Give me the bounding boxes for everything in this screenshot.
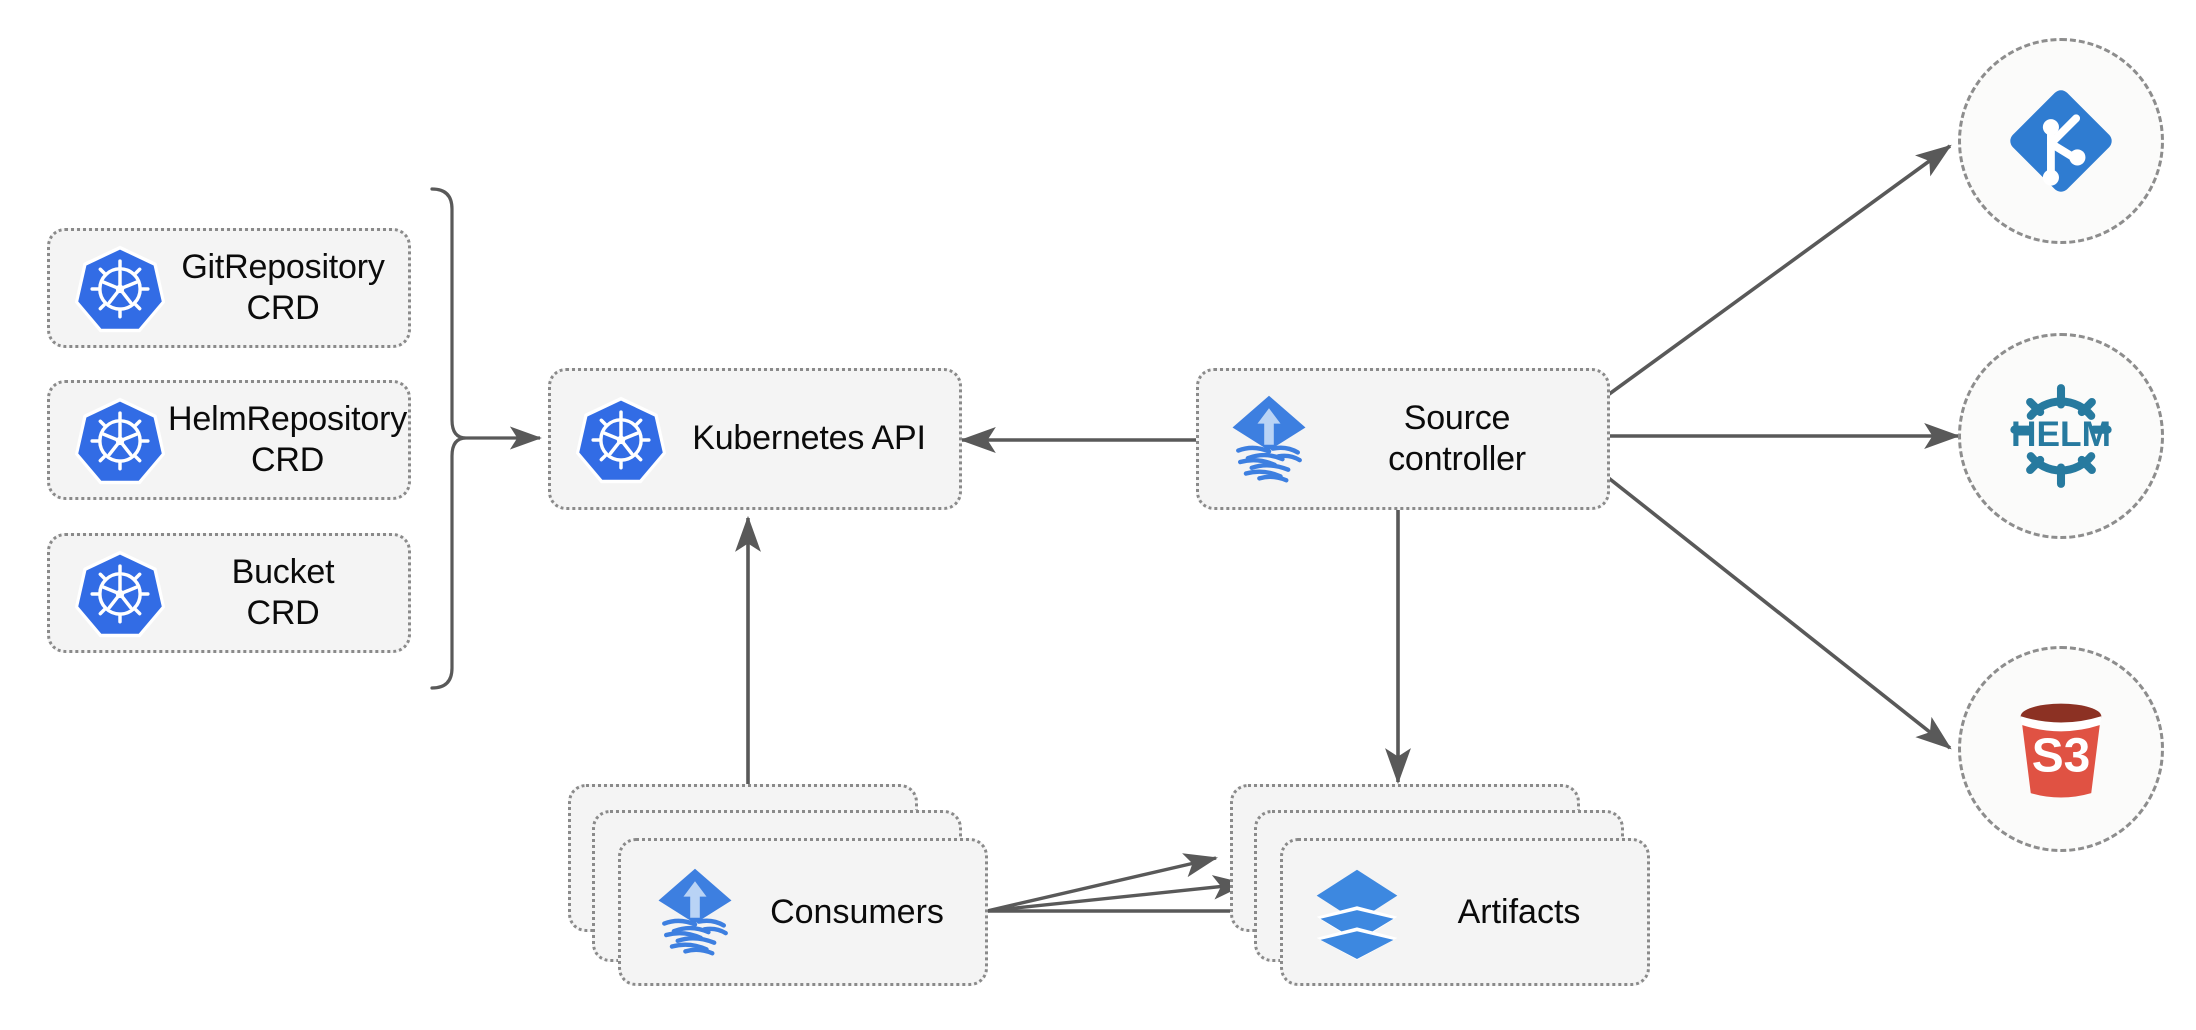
flux-icon: [647, 864, 743, 960]
source-controller-label: Source controller: [1388, 398, 1526, 478]
kubernetes-api-box[interactable]: Kubernetes API: [548, 368, 962, 510]
consumers-stack[interactable]: Consumers: [568, 784, 988, 1004]
kubernetes-icon: [72, 392, 168, 488]
consumers-card[interactable]: Consumers: [618, 838, 988, 986]
kubernetes-icon: [573, 391, 669, 487]
artifacts-label: Artifacts: [1457, 892, 1581, 931]
helmrepository-crd-label: HelmRepository CRD: [168, 399, 408, 479]
crd-group-bracket: [430, 187, 467, 690]
helm-source-circle[interactable]: HELM: [1958, 333, 2164, 539]
consumers-label: Consumers: [770, 892, 944, 931]
source-controller-box[interactable]: Source controller: [1196, 368, 1610, 510]
artifacts-card[interactable]: Artifacts: [1280, 838, 1650, 986]
artifacts-stack[interactable]: Artifacts: [1230, 784, 1650, 1004]
wire-consumers-to-artifacts-back: [986, 853, 1218, 913]
wire-source-controller-to-s3: [1599, 470, 1952, 750]
s3-source-circle[interactable]: S3: [1958, 646, 2164, 852]
svg-text:S3: S3: [2032, 730, 2091, 783]
helmrepository-crd-box[interactable]: HelmRepository CRD: [47, 380, 411, 500]
wire-consumers-to-artifacts-mid: [986, 875, 1248, 913]
layers-icon: [1309, 864, 1405, 960]
git-source-circle[interactable]: [1958, 38, 2164, 244]
wire-source-controller-to-git: [1599, 144, 1952, 402]
gitrepository-crd-label: GitRepository CRD: [181, 247, 385, 327]
helm-icon: HELM: [1998, 373, 2124, 499]
gitrepository-crd-box[interactable]: GitRepository CRD: [47, 228, 411, 348]
flux-icon: [1221, 391, 1317, 487]
git-icon: [1998, 78, 2124, 204]
svg-text:HELM: HELM: [2011, 415, 2111, 454]
kubernetes-icon: [72, 545, 168, 641]
bucket-crd-box[interactable]: Bucket CRD: [47, 533, 411, 653]
kubernetes-api-label: Kubernetes API: [692, 419, 926, 458]
s3-bucket-icon: S3: [1998, 686, 2124, 812]
bucket-crd-label: Bucket CRD: [231, 552, 335, 632]
kubernetes-icon: [72, 240, 168, 336]
